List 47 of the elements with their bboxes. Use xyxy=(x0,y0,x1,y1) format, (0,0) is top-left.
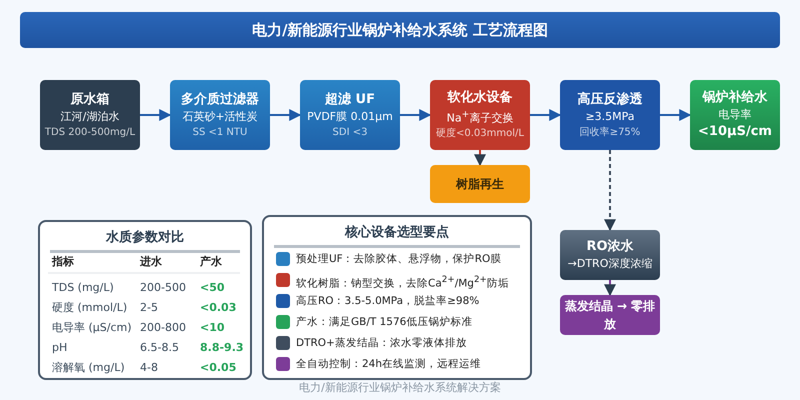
process-box: 高压反渗透 ≥3.5MPa 回收率≥75% xyxy=(560,80,660,150)
arrow xyxy=(474,150,486,166)
table-cell: 溶解氧 (mg/L) xyxy=(52,360,125,376)
panel xyxy=(38,220,252,380)
process-box: 超滤 UF PVDF膜 0.01μm SDI <3 xyxy=(300,80,400,150)
arrow xyxy=(270,109,302,121)
legend-text: DTRO+蒸发结晶：浓水零液体排放 xyxy=(296,336,467,351)
table-cell: TDS (mg/L) xyxy=(52,280,114,296)
arrow xyxy=(604,150,616,232)
table-cell: <0.03 xyxy=(200,300,236,316)
process-box: 树脂再生 xyxy=(430,165,530,203)
legend-text: 高压RO：3.5-5.0MPa，脱盐率≥98% xyxy=(296,294,480,309)
table-header: 进水 xyxy=(140,254,162,270)
table-cell: 200-800 xyxy=(140,320,186,336)
legend-text: 预处理UF：去除胶体、悬浮物，保护RO膜 xyxy=(296,252,502,267)
table-cell: 硬度 (mmol/L) xyxy=(52,300,128,316)
table-cell: <50 xyxy=(200,280,225,296)
table-header: 指标 xyxy=(52,254,74,270)
arrow xyxy=(140,109,172,121)
legend-text: 软化树脂：钠型交换，去除Ca$^{2+}$/Mg$^{2+}$防垢 xyxy=(296,274,509,292)
process-box: 锅炉补给水 电导率 <10μS/cm xyxy=(690,80,780,150)
table-cell: pH xyxy=(52,340,68,356)
process-box: 多介质过滤器 石英砂+活性炭 SS <1 NTU xyxy=(170,80,270,150)
table-cell: <0.05 xyxy=(200,360,236,376)
panel-heading: 水质参数对比 xyxy=(104,229,185,247)
process-box: 软化水设备 Na$^{+}$离子交换 硬度<0.03mmol/L xyxy=(430,80,530,150)
table-cell: 2-5 xyxy=(140,300,158,316)
panel xyxy=(262,215,532,380)
process-box: 原水箱 江河/湖泊水 TDS 200-500mg/L xyxy=(40,80,140,150)
table-cell: 6.5-8.5 xyxy=(140,340,179,356)
arrow xyxy=(530,109,562,121)
table-cell: 电导率 (μS/cm) xyxy=(52,320,132,336)
title-banner: 电力/新能源行业锅炉补给水系统 工艺流程图 xyxy=(20,12,780,48)
table-cell: <10 xyxy=(200,320,225,336)
arrow xyxy=(604,280,616,296)
caption: 电力/新能源行业锅炉补给水系统解决方案 xyxy=(298,380,502,396)
process-box: RO浓水 →DTRO深度浓缩 xyxy=(560,230,660,280)
table-cell: 4-8 xyxy=(140,360,158,376)
legend-text: 全自动控制：24h在线监测，远程运维 xyxy=(296,357,482,372)
panel-heading: 核心设备选型要点 xyxy=(344,224,450,242)
table-header: 产水 xyxy=(200,254,222,270)
arrow xyxy=(400,109,432,121)
arrow xyxy=(660,109,692,121)
table-cell: 200-500 xyxy=(140,280,186,296)
table-cell: 8.8-9.3 xyxy=(200,340,244,356)
legend-text: 产水：满足GB/T 1576低压锅炉标准 xyxy=(296,315,472,330)
process-box: 蒸发结晶 → 零排放 xyxy=(560,295,660,335)
